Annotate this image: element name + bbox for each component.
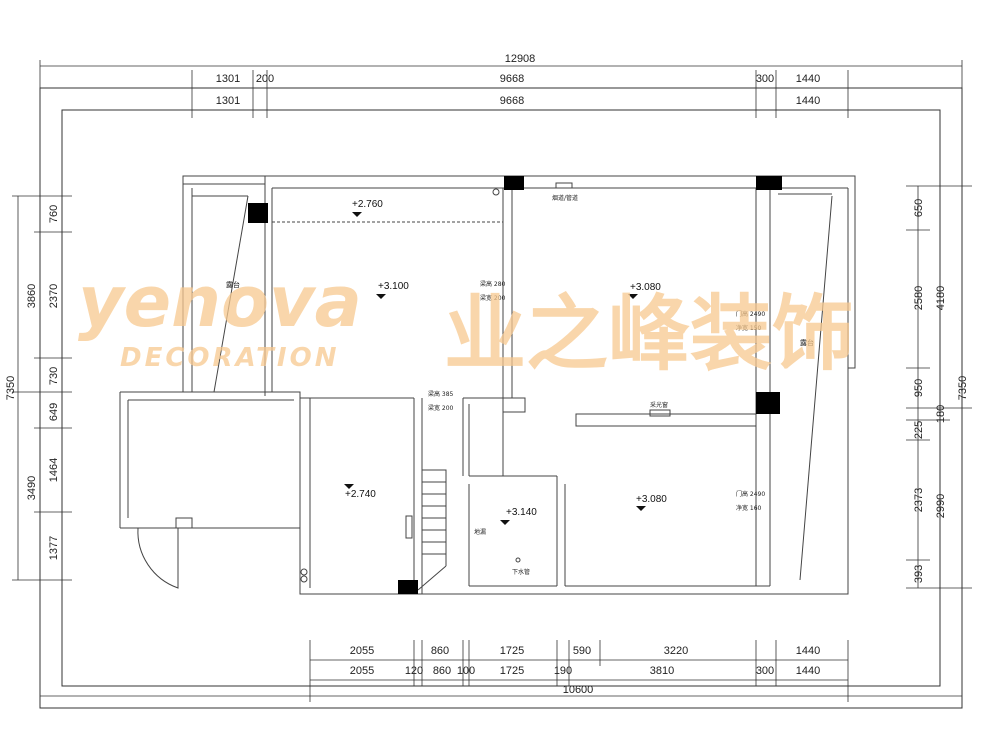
water-pipe-label: 下水管 (512, 568, 530, 576)
dim-bot2-860: 860 (433, 665, 451, 677)
dim-top-1301: 1301 (216, 73, 240, 85)
elevation-3080-bottom: +3.080 (636, 494, 667, 505)
beam-b-height: 梁高 385 (428, 390, 454, 398)
dim-left-3860: 3860 (26, 284, 38, 308)
dim-bot-1440: 1440 (796, 645, 820, 657)
dim-bot2-100: 100 (457, 665, 475, 677)
dim-bot2-2055: 2055 (350, 665, 374, 677)
window-label: 烟道/管道 (552, 194, 578, 202)
dim-right-650: 650 (913, 199, 925, 217)
dim-top-1440: 1440 (796, 73, 820, 85)
dim-top-300: 300 (756, 73, 774, 85)
dim-right-950: 950 (913, 379, 925, 397)
beam-right-mid-height: 门高 2490 (736, 490, 765, 498)
columns (248, 176, 782, 594)
beam-right-mid-width: 净宽 160 (736, 504, 762, 512)
dim-bot-1725: 1725 (500, 645, 524, 657)
right-dimensions (906, 185, 972, 589)
watermark-brand-sub: DECORATION (120, 343, 339, 373)
dim-top-9668: 9668 (500, 73, 524, 85)
beam-right-top-height: 门高 2490 (736, 310, 765, 318)
beam-b-width: 梁宽 200 (428, 404, 454, 412)
beam-a-width: 梁宽 200 (480, 294, 506, 302)
bottom-dimensions (40, 640, 962, 702)
dim-top-200: 200 (256, 73, 274, 85)
dim-left-760: 760 (48, 205, 60, 223)
dim-left-730: 730 (48, 367, 60, 385)
dim-right-393: 393 (913, 565, 925, 583)
dim-top2-9668: 9668 (500, 95, 524, 107)
dim-right-total: 7350 (957, 376, 969, 400)
elevation-3080-top: +3.080 (630, 282, 661, 293)
elevation-markers (344, 212, 646, 525)
dim-bot2-190: 190 (554, 665, 572, 677)
dim-left-3490: 3490 (26, 476, 38, 500)
watermark-brand-cn: 业之峰装饰 (444, 287, 854, 382)
elevation-3140: +3.140 (506, 507, 537, 518)
dim-left-1464: 1464 (48, 458, 60, 482)
dim-bot2-1725: 1725 (500, 665, 524, 677)
dim-bot2-300: 300 (756, 665, 774, 677)
dim-right-2580: 2580 (913, 286, 925, 310)
brand-watermark: yenova DECORATION 业之峰装饰 (78, 261, 854, 382)
dim-left-2370: 2370 (48, 284, 60, 308)
skylight-label: 采光窗 (650, 401, 668, 409)
dim-bot-3220: 3220 (664, 645, 688, 657)
dim-bot-860: 860 (431, 645, 449, 657)
dim-bot2-3810: 3810 (650, 665, 674, 677)
floor-drain-label: 地漏 (474, 528, 486, 536)
dim-bot2-120: 120 (405, 665, 423, 677)
beam-a-height: 梁高 280 (480, 280, 506, 288)
dim-bot2-1440: 1440 (796, 665, 820, 677)
beam-right-top-width: 净宽 150 (736, 324, 762, 332)
watermark-brand-en: yenova (78, 261, 362, 343)
balcony-right-label: 露台 (800, 338, 814, 347)
dim-right-2373: 2373 (913, 488, 925, 512)
top-dimensions (39, 60, 963, 118)
dim-right-180: 180 (935, 405, 947, 423)
dim-bot-2055: 2055 (350, 645, 374, 657)
left-dimensions (12, 195, 72, 581)
dim-left-649: 649 (48, 403, 60, 421)
elevation-3100: +3.100 (378, 281, 409, 292)
dim-top2-1301: 1301 (216, 95, 240, 107)
dim-right-225: 225 (913, 421, 925, 439)
dim-left-1377: 1377 (48, 536, 60, 560)
dim-right-4180: 4180 (935, 286, 947, 310)
walls (119, 175, 856, 595)
dim-left-total: 7350 (5, 376, 17, 400)
balcony-left-label: 露台 (226, 280, 240, 289)
elevation-2760: +2.760 (352, 199, 383, 210)
dim-bot-590: 590 (573, 645, 591, 657)
dim-bot-total: 10600 (563, 684, 594, 696)
elevation-2740: +2.740 (345, 489, 376, 500)
dim-top-total: 12908 (505, 53, 536, 65)
dim-top2-1440: 1440 (796, 95, 820, 107)
dim-right-2990: 2990 (935, 494, 947, 518)
